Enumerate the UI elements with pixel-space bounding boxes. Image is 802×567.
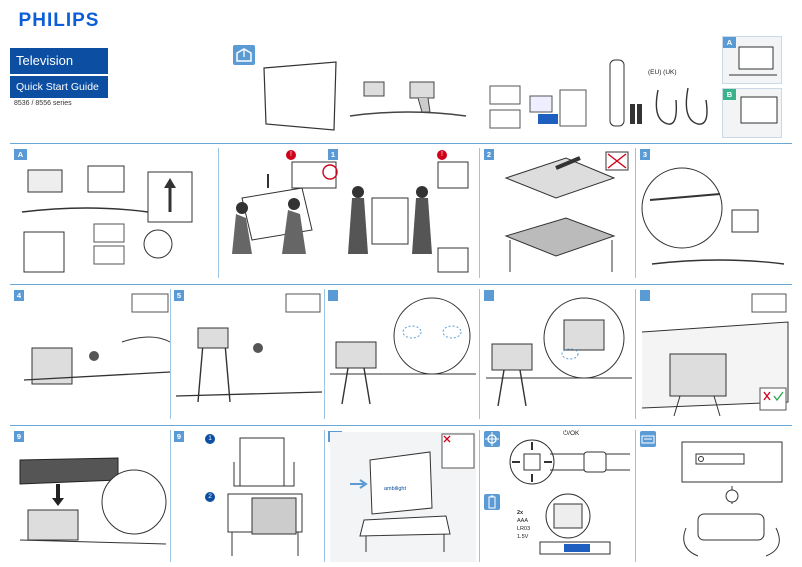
series-label: 8536 / 8556 series — [14, 100, 72, 107]
row1-sep-3 — [635, 148, 636, 278]
step-7-badge — [484, 290, 494, 301]
row1-sep-1 — [218, 148, 219, 278]
row2-sep-1 — [170, 289, 171, 419]
step-3-badge: 3 — [640, 149, 650, 160]
step-9a-illustration — [18, 440, 168, 560]
row2-sep-2 — [324, 289, 325, 419]
philips-logo: PHILIPS — [18, 10, 100, 31]
step-a-illustration — [18, 160, 218, 278]
brand-block: PHILIPS Television Quick Start Guide — [10, 8, 108, 98]
remote-dpad-illustration — [504, 438, 630, 486]
step-1-illustration — [222, 158, 472, 278]
row3-sep-3 — [479, 430, 480, 562]
row1-sep-2 — [479, 148, 480, 278]
step-5-badge: 5 — [174, 290, 184, 301]
step-6-illustration — [328, 292, 478, 420]
battery-insert-illustration — [536, 490, 628, 560]
warning-icon-1: ! — [286, 150, 296, 160]
step-9b-illustration — [218, 432, 318, 562]
step-1-badge: 1 — [328, 149, 338, 160]
step-8-badge — [640, 290, 650, 301]
row2-sep-4 — [635, 289, 636, 419]
row3-sep-1 — [170, 430, 171, 562]
battery-type-aaa: AAA — [517, 518, 529, 524]
step-2-illustration — [496, 148, 632, 276]
option-b-panel: B — [722, 88, 782, 138]
keyboard-icon — [640, 431, 656, 447]
step-4-badge: 4 — [14, 290, 24, 301]
step-5-illustration — [174, 292, 324, 420]
step-10-illustration — [330, 432, 476, 562]
step-9b-badge: 9 — [174, 431, 184, 442]
tv-panel-illustration — [260, 60, 340, 135]
step-9a-badge: 9 — [14, 431, 24, 442]
remote-nav-icon — [484, 431, 500, 447]
option-a-badge: A — [723, 37, 736, 48]
battery-icon — [484, 494, 500, 510]
screws-and-docs-illustration — [488, 80, 603, 132]
battery-count: 2x — [517, 510, 524, 516]
region-label: (EU) (UK) — [648, 69, 677, 76]
row2-sep-3 — [479, 289, 480, 419]
battery-type-lr03: LR03 — [517, 526, 531, 532]
row3-sep-2 — [324, 430, 325, 562]
battery-voltage: 1.5V — [517, 534, 529, 540]
step-6-badge — [328, 290, 338, 301]
step-3-illustration — [640, 160, 786, 278]
divider-row2 — [10, 284, 792, 285]
option-b-badge: B — [723, 89, 736, 100]
mount-step-2-marker: 2 — [205, 492, 215, 502]
stand-parts-illustration — [348, 78, 468, 128]
step-7-illustration — [484, 292, 634, 420]
keyboard-illustration — [676, 438, 788, 562]
unbox-icon — [233, 45, 255, 65]
step-a-badge: A — [14, 149, 27, 160]
guide-title: Quick Start Guide — [10, 76, 108, 98]
row3-sep-4 — [635, 430, 636, 562]
ambilight-label: ambilight — [384, 486, 407, 492]
divider-row1 — [10, 143, 792, 144]
power-cords-illustration — [648, 80, 718, 130]
power-ok-label: ⏻/OK — [563, 430, 580, 437]
step-4-illustration — [22, 292, 172, 420]
step-8-illustration — [640, 292, 790, 420]
product-title: Television — [10, 48, 108, 74]
mount-step-1-marker: 1 — [205, 434, 215, 444]
remote-illustration — [606, 58, 646, 130]
warning-icon-2: ! — [437, 150, 447, 160]
step-2-badge: 2 — [484, 149, 494, 160]
option-a-panel: A — [722, 36, 782, 84]
divider-row3 — [10, 425, 792, 426]
